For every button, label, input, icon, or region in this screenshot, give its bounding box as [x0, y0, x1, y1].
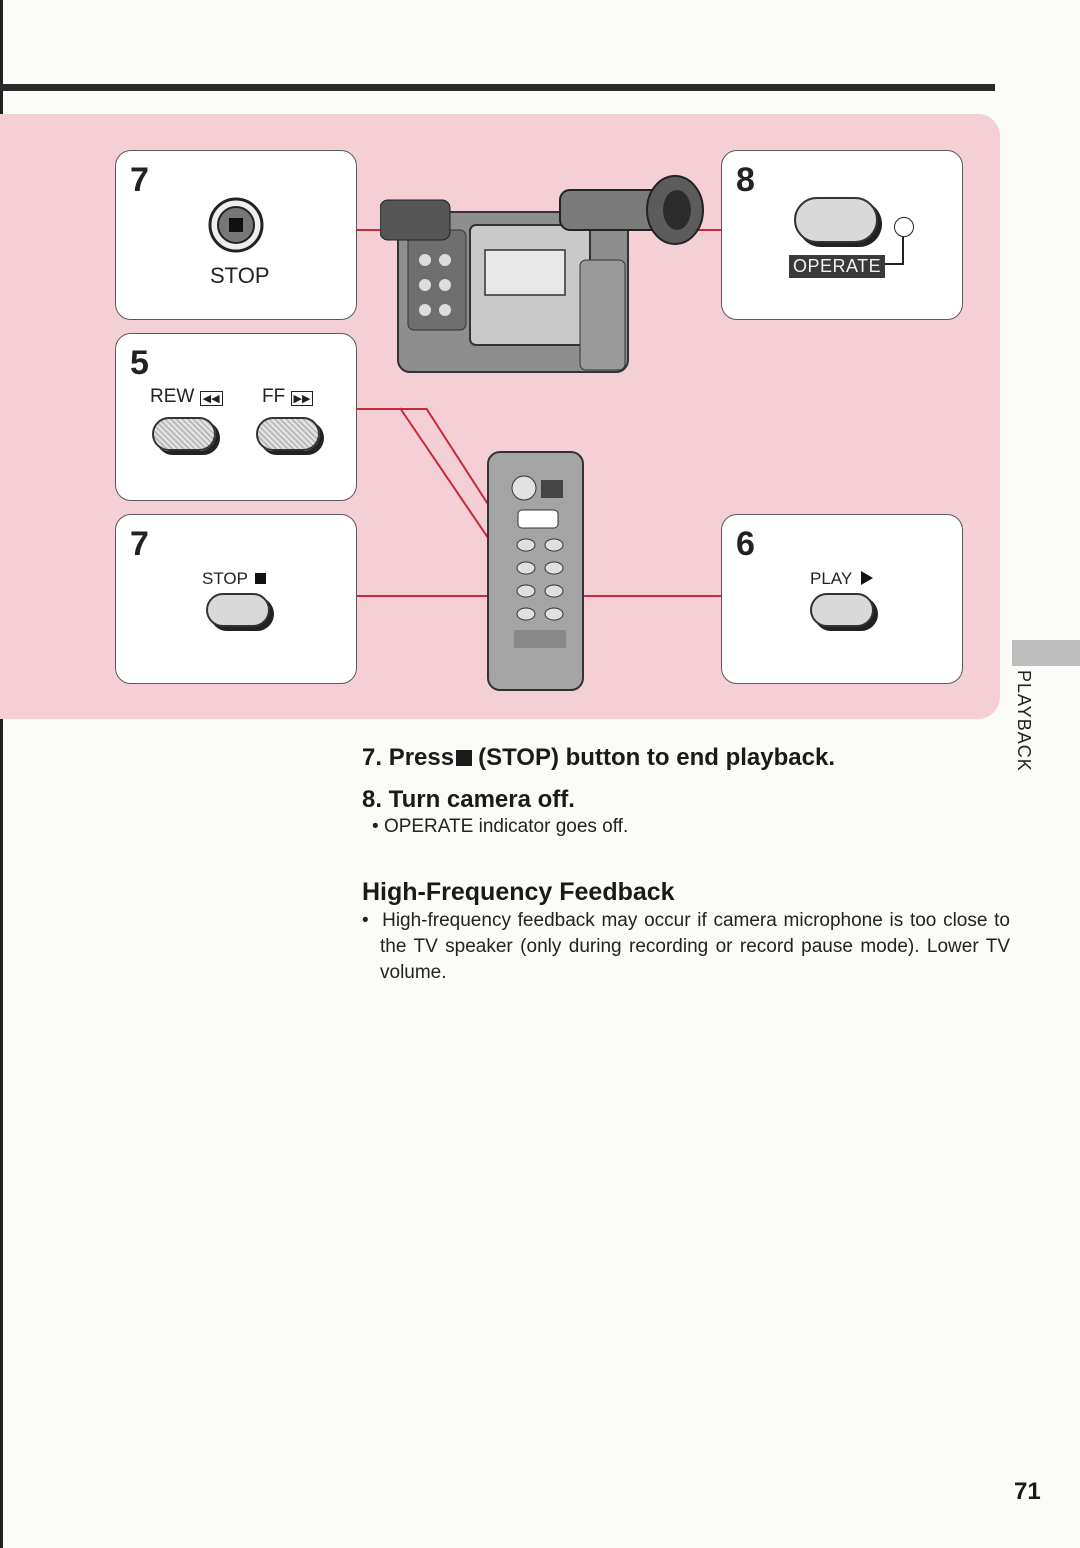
ff-button[interactable]: [256, 417, 320, 451]
step-box-stop-remote: 7 STOP: [115, 514, 357, 684]
stop-remote-label: STOP: [202, 569, 267, 589]
page-edge: [0, 0, 3, 1548]
step-number: 8: [736, 161, 755, 199]
high-frequency-heading: High-Frequency Feedback: [362, 878, 675, 906]
indicator-leader: [882, 263, 904, 265]
ff-label: FF ▶▶: [262, 386, 314, 408]
stop-square-icon: [255, 573, 267, 584]
top-rule: [0, 84, 995, 91]
operate-indicator-label: OPERATE: [789, 255, 886, 278]
indicator-leader: [902, 237, 904, 265]
stop-label: STOP: [210, 263, 270, 288]
step-box-rew-ff: 5 REW ◀◀ FF ▶▶: [115, 333, 357, 501]
stop-square-icon: [456, 750, 473, 766]
bullet-dot-icon: •: [372, 816, 379, 837]
play-button[interactable]: [810, 593, 874, 627]
bullet-dot-icon: •: [362, 910, 369, 931]
play-triangle-icon: [860, 571, 873, 585]
step-number: 7: [130, 161, 149, 199]
step-number: 5: [130, 344, 149, 382]
section-tab: [1012, 640, 1080, 666]
rew-button[interactable]: [152, 417, 216, 451]
leader-line: [356, 408, 426, 410]
step-box-stop-camera: 7 STOP: [115, 150, 357, 320]
remote-control-illustration: [487, 451, 584, 691]
step-number: 6: [736, 525, 755, 563]
stop-button-icon: [208, 197, 264, 253]
camcorder-illustration: [380, 175, 704, 373]
operate-indicator-lamp-icon: [894, 217, 914, 237]
fast-forward-icon: ▶▶: [290, 391, 314, 406]
high-frequency-bullet: • High-frequency feedback may occur if c…: [362, 910, 1010, 983]
play-label: PLAY: [810, 569, 873, 589]
step7-instruction: 7. Press(STOP) button to end playback.: [362, 744, 835, 771]
stop-remote-button[interactable]: [206, 593, 270, 627]
power-button[interactable]: [794, 197, 878, 243]
step8-instruction: 8. Turn camera off.: [362, 786, 575, 813]
step-box-play: 6 PLAY: [721, 514, 963, 684]
page-number: 71: [1014, 1478, 1041, 1505]
rewind-icon: ◀◀: [199, 391, 223, 406]
rew-label: REW ◀◀: [150, 386, 223, 408]
section-label: PLAYBACK: [1014, 670, 1034, 772]
step8-bullet: • OPERATE indicator goes off.: [372, 816, 629, 837]
step-number: 7: [130, 525, 149, 563]
step-box-operate: 8 OPERATE: [721, 150, 963, 320]
